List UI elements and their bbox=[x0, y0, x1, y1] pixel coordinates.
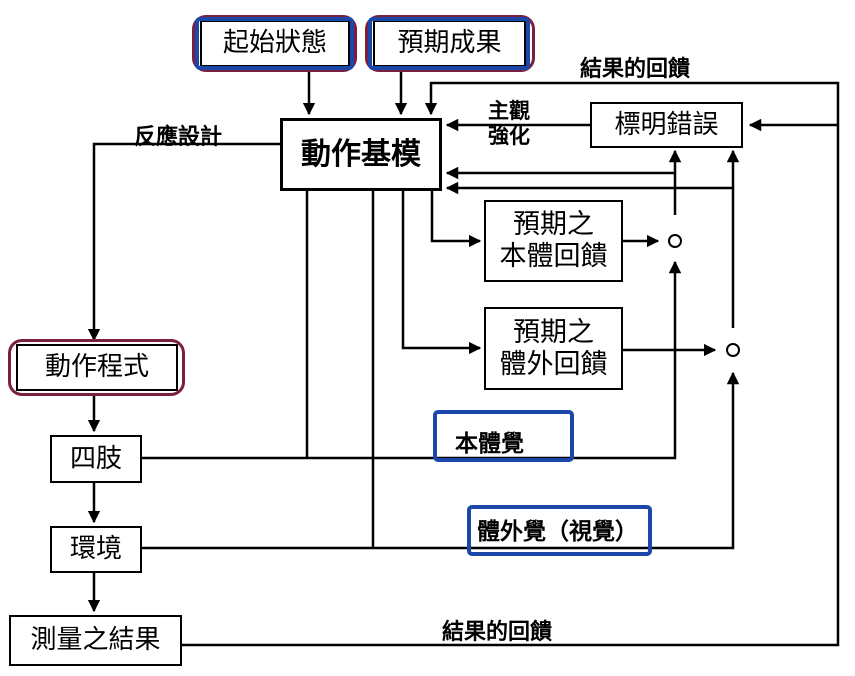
kr-bottom-label: 結果的回饋 bbox=[442, 620, 553, 645]
comparator-proprio bbox=[668, 234, 682, 248]
expected-extero-line1: 預期之 bbox=[513, 316, 594, 348]
arrow-template-to-expected-extero bbox=[401, 191, 482, 355]
expected-outcome-highlight-red bbox=[365, 15, 535, 72]
expected-extero-line2: 體外回饋 bbox=[499, 348, 608, 380]
exteroception-highlight-blue bbox=[467, 505, 652, 556]
motor-program-label: 動作程式 bbox=[44, 352, 149, 383]
measured-outcome-label: 測量之結果 bbox=[30, 625, 161, 656]
expected-proprio-line1: 預期之 bbox=[513, 209, 594, 241]
arrow-exteroception bbox=[142, 371, 740, 550]
subjective-line1: 主觀 bbox=[488, 99, 530, 123]
expected-proprio-line2: 本體回饋 bbox=[499, 241, 608, 272]
expected-outcome-highlight-blue bbox=[368, 17, 530, 70]
proprioception-label: 本體覺 bbox=[455, 431, 524, 457]
limbs-label: 四肢 bbox=[69, 443, 122, 474]
environment-box: 環境 bbox=[50, 526, 142, 573]
limbs-box: 四肢 bbox=[50, 435, 142, 483]
error-label-box: 標明錯誤 bbox=[590, 102, 743, 148]
initial-state-highlight-blue bbox=[195, 17, 354, 70]
expected-proprio-feedback-box: 預期之本體回饋 bbox=[484, 200, 623, 282]
expected-outcome-box: 預期成果 bbox=[373, 20, 526, 67]
proprioception-highlight-blue bbox=[433, 410, 574, 462]
motor-program-box: 動作程式 bbox=[16, 344, 178, 391]
motor-program-highlight-red bbox=[8, 339, 185, 396]
arrow-template-to-program bbox=[87, 142, 280, 342]
kr-top-label: 結果的回饋 bbox=[580, 57, 691, 82]
initial-state-label: 起始狀態 bbox=[222, 28, 327, 59]
action-template-label: 動作基模 bbox=[301, 136, 421, 172]
subjective-line2: 強化 bbox=[488, 124, 530, 149]
arrow-kr-loop bbox=[182, 81, 840, 647]
initial-state-box: 起始狀態 bbox=[200, 20, 350, 67]
arrow-proprioception bbox=[142, 260, 682, 460]
action-template-box: 動作基模 bbox=[280, 118, 442, 191]
comparator-extero bbox=[726, 343, 740, 357]
arrow-template-to-expected-proprio bbox=[430, 191, 482, 248]
expected-extero-feedback-box: 預期之體外回饋 bbox=[484, 307, 623, 390]
error-label-text: 標明錯誤 bbox=[614, 109, 719, 140]
subjective-reinforcement-label: 主觀 強化 bbox=[488, 99, 530, 149]
exteroception-label: 體外覺（視覺） bbox=[477, 519, 638, 545]
response-design-label: 反應設計 bbox=[134, 125, 223, 150]
expected-outcome-label: 預期成果 bbox=[397, 28, 502, 59]
environment-label: 環境 bbox=[69, 534, 122, 565]
initial-state-highlight-red bbox=[192, 15, 357, 72]
measured-outcome-box: 測量之結果 bbox=[9, 615, 182, 666]
